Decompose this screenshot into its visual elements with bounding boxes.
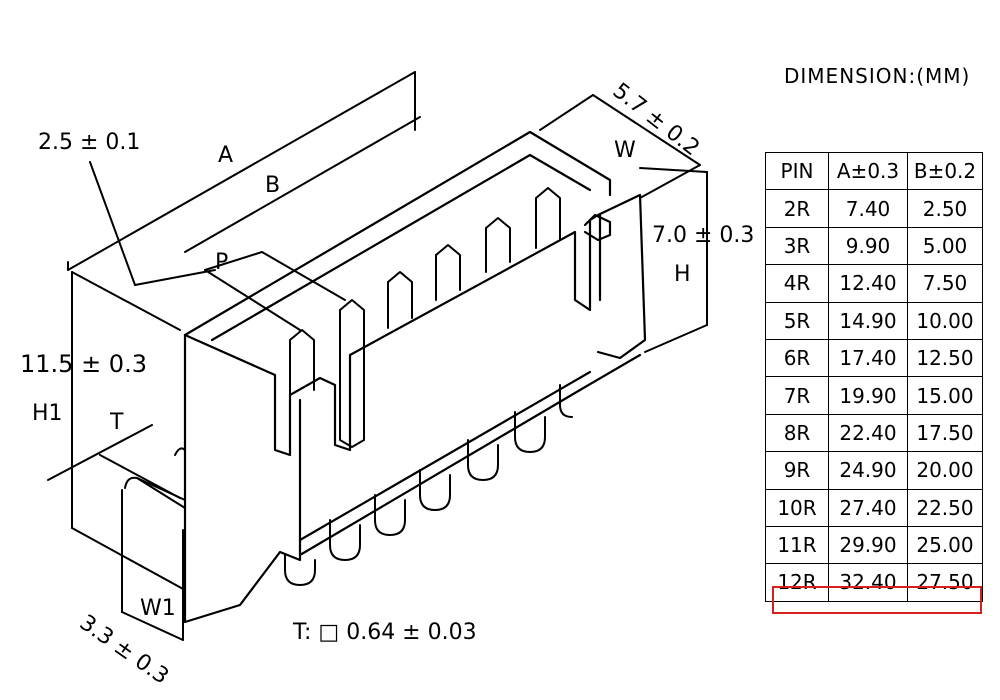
cell-b: 15.00 — [907, 376, 983, 415]
cell-pin: 8R — [765, 413, 829, 453]
label-w1: W1 — [140, 596, 176, 621]
dimension-line-h — [639, 167, 708, 353]
cell-pin: 10R — [765, 488, 829, 527]
cell-pin: 4R — [765, 264, 829, 303]
cell-a: 24.90 — [828, 451, 908, 490]
cell-pin: 11R — [765, 525, 829, 565]
label-11-5-tolerance: 11.5 ± 0.3 — [20, 350, 147, 378]
cell-a: 19.90 — [828, 376, 908, 415]
cell-pin: 3R — [765, 226, 829, 266]
dimension-title: DIMENSION:(MM) — [784, 64, 971, 88]
cell-pin: 9R — [765, 451, 829, 490]
label-w: W — [614, 138, 636, 163]
pin-spec-label: T: □ 0.64 ± 0.03 — [293, 620, 477, 645]
label-7-0-tolerance: 7.0 ± 0.3 — [652, 223, 755, 248]
cell-a: 29.90 — [828, 525, 908, 565]
cell-b: 20.00 — [907, 451, 983, 490]
header-b: B±0.2 — [907, 151, 983, 191]
table-header-row: PIN A±0.3 B±0.2 — [765, 151, 983, 191]
cell-a: 27.40 — [828, 488, 908, 527]
cell-b: 22.50 — [907, 488, 983, 527]
cell-a: 14.90 — [828, 301, 908, 340]
dimension-line-a — [67, 71, 416, 271]
label-a: A — [218, 143, 234, 168]
cell-b: 17.50 — [907, 413, 983, 453]
dimension-line-b — [184, 116, 421, 253]
side-boss — [124, 447, 186, 509]
connector-pins — [289, 187, 561, 448]
dimension-line-p — [204, 251, 346, 331]
cell-b: 10.00 — [907, 301, 983, 340]
label-p: P — [215, 250, 229, 275]
cell-pin: 5R — [765, 301, 829, 340]
cell-a: 17.40 — [828, 338, 908, 378]
dimension-line-h1 — [71, 271, 186, 591]
cell-a: 9.90 — [828, 226, 908, 266]
cell-b: 25.00 — [907, 525, 983, 565]
cell-b: 5.00 — [907, 226, 983, 266]
cell-b: 2.50 — [907, 189, 983, 228]
solder-tails — [284, 384, 573, 586]
cell-pin: 6R — [765, 338, 829, 378]
dimension-line-t — [47, 424, 181, 499]
cell-pin: 2R — [765, 189, 829, 228]
label-h: H — [674, 262, 691, 287]
leader-2-5 — [89, 161, 216, 286]
label-h1: H1 — [32, 401, 63, 426]
row-highlight-box — [772, 586, 982, 614]
label-t: T — [110, 410, 124, 435]
cell-a: 12.40 — [828, 264, 908, 303]
cell-a: 32.40 — [828, 563, 908, 602]
dimension-line-w1 — [121, 489, 184, 641]
header-a: A±0.3 — [828, 151, 908, 191]
cell-pin: 12R — [765, 563, 829, 602]
header-pin: PIN — [765, 151, 829, 191]
cell-a: 7.40 — [828, 189, 908, 228]
connector-housing — [183, 130, 647, 624]
cell-pin: 7R — [765, 376, 829, 415]
cell-b: 27.50 — [907, 563, 983, 602]
cell-b: 12.50 — [907, 338, 983, 378]
label-2-5-tolerance: 2.5 ± 0.1 — [38, 130, 141, 155]
cell-b: 7.50 — [907, 264, 983, 303]
cell-a: 22.40 — [828, 413, 908, 453]
label-b: B — [265, 173, 281, 198]
